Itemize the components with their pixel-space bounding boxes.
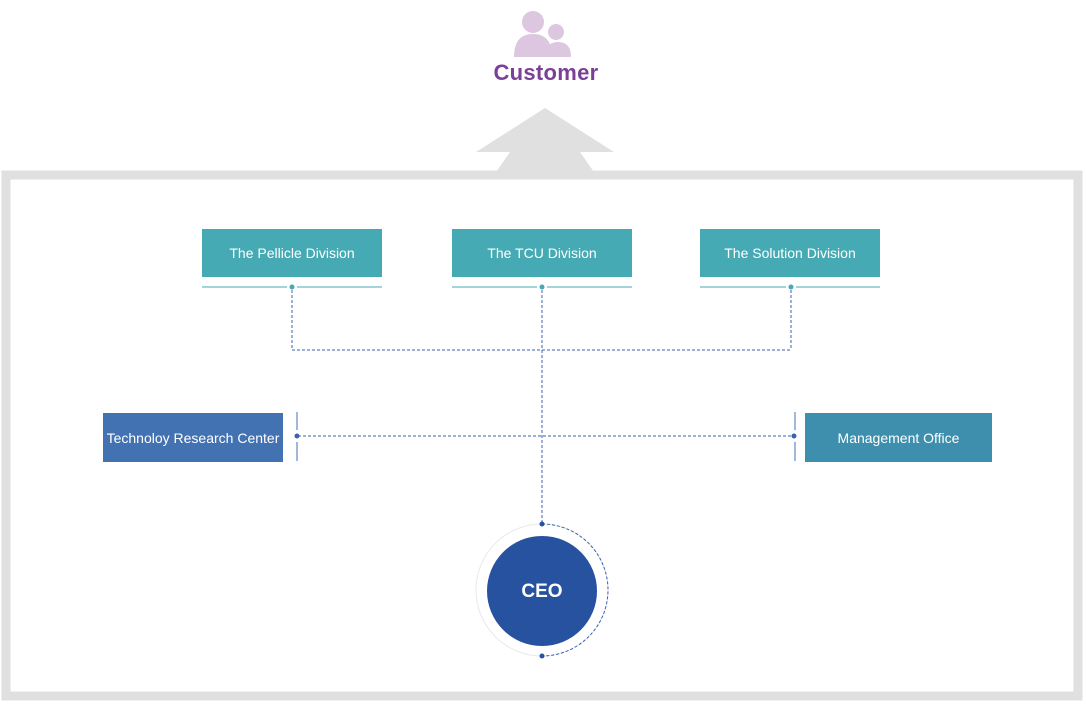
connector-lines <box>291 290 792 522</box>
ceo-dashed-arc <box>541 523 609 657</box>
up-arrow <box>476 108 614 175</box>
pellicle-division-box: The Pellicle Division <box>202 229 382 277</box>
side-unit-dots <box>294 433 797 439</box>
tcu-division-box: The TCU Division <box>452 229 632 277</box>
customer-icon <box>514 11 571 57</box>
ceo-label: CEO <box>521 581 563 602</box>
ceo-circle <box>487 536 597 646</box>
side-unit-ticks <box>296 412 796 461</box>
ceo-bottom-dot <box>539 653 545 659</box>
research-center-box: Technoloy Research Center <box>103 413 283 462</box>
division-connector-dots <box>289 284 794 290</box>
customer-label: Customer <box>493 60 599 85</box>
solution-division-box: The Solution Division <box>700 229 880 277</box>
management-office-box: Management Office <box>805 413 992 462</box>
ceo-top-dot <box>539 521 545 527</box>
